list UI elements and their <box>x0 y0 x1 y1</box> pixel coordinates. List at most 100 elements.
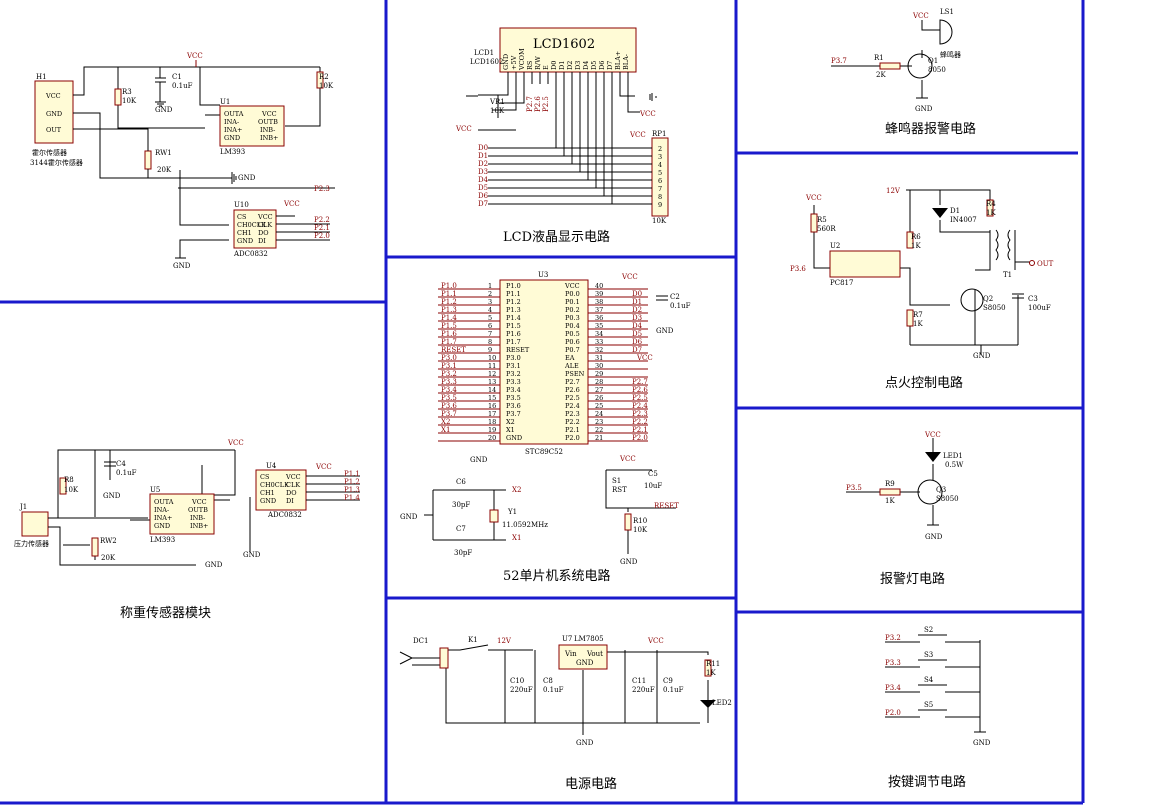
mcu-right-net: P2.6 <box>632 386 648 394</box>
d1-diode <box>932 208 948 218</box>
c1-ref: C1 <box>172 73 182 81</box>
lcd-pin-label: BLA+ <box>614 51 622 70</box>
r3-ref: R3 <box>122 88 132 96</box>
c8-value: 0.1uF <box>543 686 564 694</box>
lcd-data-net: D5 <box>478 184 488 192</box>
r11-value: 1K <box>706 669 716 677</box>
mcu-left-pin: P1.1 <box>506 290 521 298</box>
lm7805-regulator <box>558 644 608 670</box>
lcd-ref2: LCD1602 <box>470 58 503 66</box>
v12-label-2: 12V <box>886 187 901 195</box>
net-x2: X2 <box>512 486 521 494</box>
u5-lm393 <box>149 493 215 535</box>
net-p14: P1.4 <box>344 494 360 502</box>
rw2-ref: RW2 <box>100 537 117 545</box>
rp1-ref: RP1 <box>652 130 666 138</box>
u5-inb-minus: INB- <box>190 514 205 522</box>
gnd-label-1: GND <box>155 106 173 114</box>
rp1-pin-number: 4 <box>658 161 662 169</box>
gnd-label-14: GND <box>925 533 943 541</box>
rp1-network <box>651 137 669 217</box>
alarm-light-title: 报警灯电路 <box>880 571 945 587</box>
mcu-left-pin: P1.3 <box>506 306 521 314</box>
u4-name: ADC0832 <box>267 511 302 519</box>
mcu-right-net: D1 <box>632 298 642 306</box>
panel-borders <box>0 0 1085 805</box>
key-net: P3.4 <box>885 684 901 692</box>
u1-outa: OUTA <box>224 110 244 118</box>
r6-resistor <box>906 231 914 249</box>
lcd-ref: LCD1 <box>474 49 494 57</box>
u7-gnd: GND <box>576 659 594 667</box>
pc817-optocoupler <box>829 250 901 278</box>
r5-ref: R5 <box>817 216 827 224</box>
mcu-left-pin: P3.5 <box>506 394 521 402</box>
mcu-left-net: P1.1 <box>441 290 457 298</box>
mcu-left-pin-number: 5 <box>488 314 492 322</box>
net-p13: P1.3 <box>344 486 360 494</box>
t1-ref: T1 <box>1003 271 1012 279</box>
buzzer-title: 蜂鸣器报警电路 <box>885 121 976 137</box>
mcu-left-pin: P3.4 <box>506 386 521 394</box>
r5-resistor <box>810 213 818 233</box>
lcd-pin-label: BLA- <box>622 54 630 70</box>
mcu-right-pin-number: 27 <box>595 386 603 394</box>
mcu-right-net: P2.5 <box>632 394 648 402</box>
gnd-label-2: GND <box>238 174 256 182</box>
net-reset: RESET <box>654 502 679 510</box>
vcc-label-2: VCC <box>283 200 300 208</box>
mcu-right-pin-number: 24 <box>595 410 603 418</box>
u5-inb-plus: INB+ <box>190 522 208 530</box>
mcu-left-pin: RESET <box>506 346 530 354</box>
lcd-pin-label: D1 <box>558 61 566 70</box>
mcu-left-pin-number: 8 <box>488 338 492 346</box>
rw2-pot <box>91 537 99 557</box>
buzzer-circuit: VCC LS1 蜂鸣器 P3.7 R1 2K Q1 8050 GND <box>831 8 961 113</box>
gnd-label-3: GND <box>173 262 191 270</box>
mcu-left-pin-number: 15 <box>488 394 496 402</box>
u4-clk: CLK <box>286 481 300 489</box>
r7-ref: R7 <box>913 311 923 319</box>
lcd-data-net: D0 <box>478 144 488 152</box>
mcu-right-pin: P2.7 <box>565 378 580 386</box>
mcu-left-pin-number: 1 <box>488 282 492 290</box>
lcd-pin-label: RS <box>526 61 534 70</box>
mcu-left-net: P3.5 <box>441 394 457 402</box>
mcu-right-pin: P2.1 <box>565 426 580 434</box>
lcd-pin-label: D6 <box>598 61 606 70</box>
mcu-left-net: P1.5 <box>441 322 457 330</box>
mcu-right-net: P2.3 <box>632 410 648 418</box>
q1-transistor <box>907 53 933 79</box>
lcd-pin-label: R/W <box>534 56 542 70</box>
lcd-pin-label: D5 <box>590 61 598 70</box>
c7-value: 30pF <box>454 549 472 557</box>
q1-value: 8050 <box>928 66 946 74</box>
mcu-left-pin: P1.2 <box>506 298 521 306</box>
t1-transformer <box>995 229 1011 261</box>
k1-ref: K1 <box>468 636 478 644</box>
mcu-left-net: P1.2 <box>441 298 457 306</box>
mcu-right-pin: P2.2 <box>565 418 580 426</box>
lcd-pin-label: GND <box>502 54 510 70</box>
c3-value: 100uF <box>1028 304 1051 312</box>
q3-value: S8050 <box>936 495 959 503</box>
mcu-left-pin-number: 19 <box>488 426 496 434</box>
vcc-label-14: VCC <box>924 431 941 439</box>
r6-value: 1K <box>911 242 921 250</box>
mcu-right-net: P2.7 <box>632 378 648 386</box>
mcu-right-pin: P2.5 <box>565 394 580 402</box>
mcu-right-pin-number: 30 <box>595 362 603 370</box>
r8-ref: R8 <box>64 476 74 484</box>
lcd-data-net: D6 <box>478 192 489 200</box>
mcu-right-pin-number: 28 <box>595 378 603 386</box>
hall-ref: H1 <box>36 73 47 81</box>
u5-ina-plus: INA+ <box>154 514 172 522</box>
u1-gnd: GND <box>224 134 240 142</box>
u4-adc0832 <box>255 469 307 511</box>
mcu-left-pin: P1.5 <box>506 322 521 330</box>
lcd-ctrl-net: P2.7 <box>526 96 534 112</box>
lcd-title: LCD液晶显示电路 <box>503 229 610 245</box>
lcd-data-net: D7 <box>478 200 488 208</box>
mcu-right-pin-number: 37 <box>595 306 603 314</box>
mcu-left-net: P1.6 <box>441 330 457 338</box>
